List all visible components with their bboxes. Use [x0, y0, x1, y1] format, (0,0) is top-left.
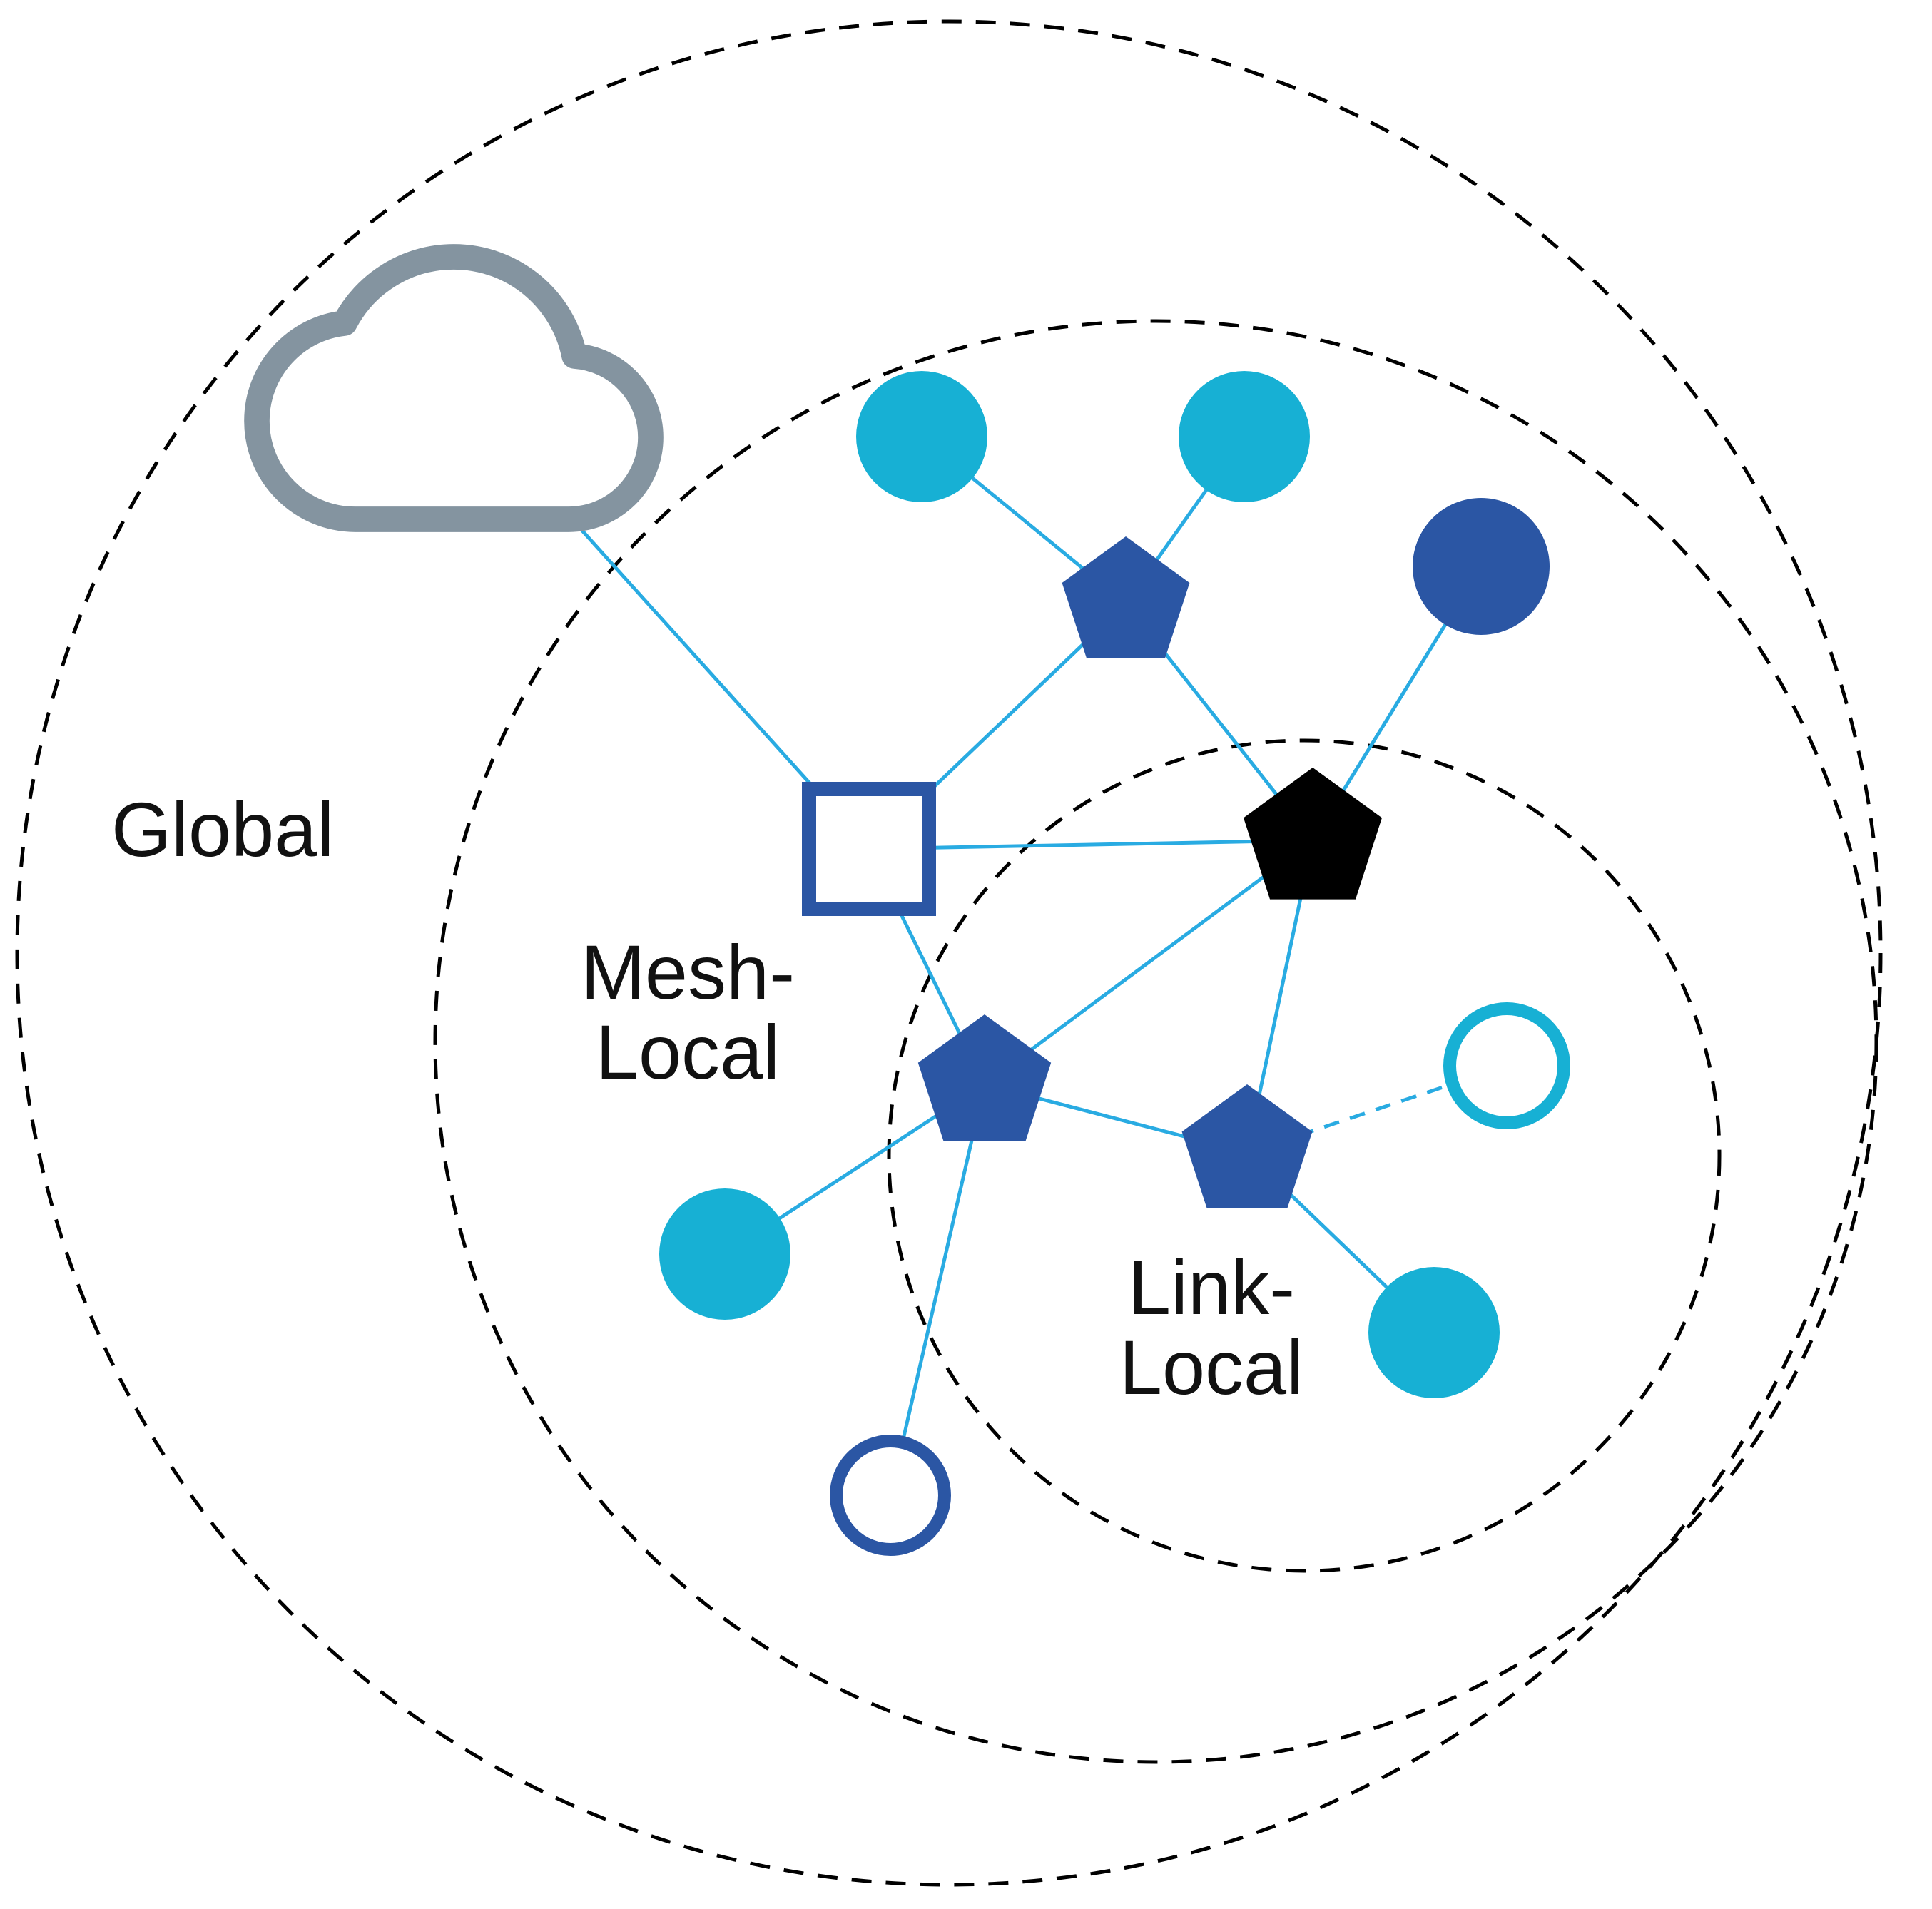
- global-scope-circle: [15, 19, 1883, 1887]
- mesh-local-scope-circle: [433, 319, 1878, 1764]
- mesh-local-scope-label: Mesh-: [581, 929, 795, 1015]
- router-node: [1062, 536, 1190, 658]
- outlined-end-device-node: [830, 1435, 951, 1556]
- internet-cloud-icon: [244, 244, 664, 532]
- router-node: [1181, 1084, 1313, 1208]
- border-router-node: [802, 782, 936, 916]
- mesh-local-scope-label: Local: [596, 1009, 780, 1095]
- link-local-scope-circle: [887, 738, 1722, 1573]
- end-device-node: [856, 371, 987, 502]
- end-device-node: [1368, 1267, 1500, 1398]
- end-device-node: [659, 1188, 790, 1320]
- global-scope-label: Global: [111, 786, 334, 872]
- leader-router-node: [1244, 768, 1382, 900]
- link-local-scope-label: Local: [1119, 1324, 1303, 1410]
- edge-border-router-leader: [868, 838, 1313, 851]
- end-device-node: [1413, 498, 1550, 635]
- edge-router-b-device-g: [888, 1084, 987, 1496]
- outlined-end-device-node: [1443, 1002, 1570, 1129]
- link-local-scope-label: Link-: [1128, 1244, 1295, 1330]
- end-device-node: [1179, 371, 1310, 502]
- edge-leader-router-b: [983, 838, 1314, 1086]
- router-node: [917, 1014, 1052, 1141]
